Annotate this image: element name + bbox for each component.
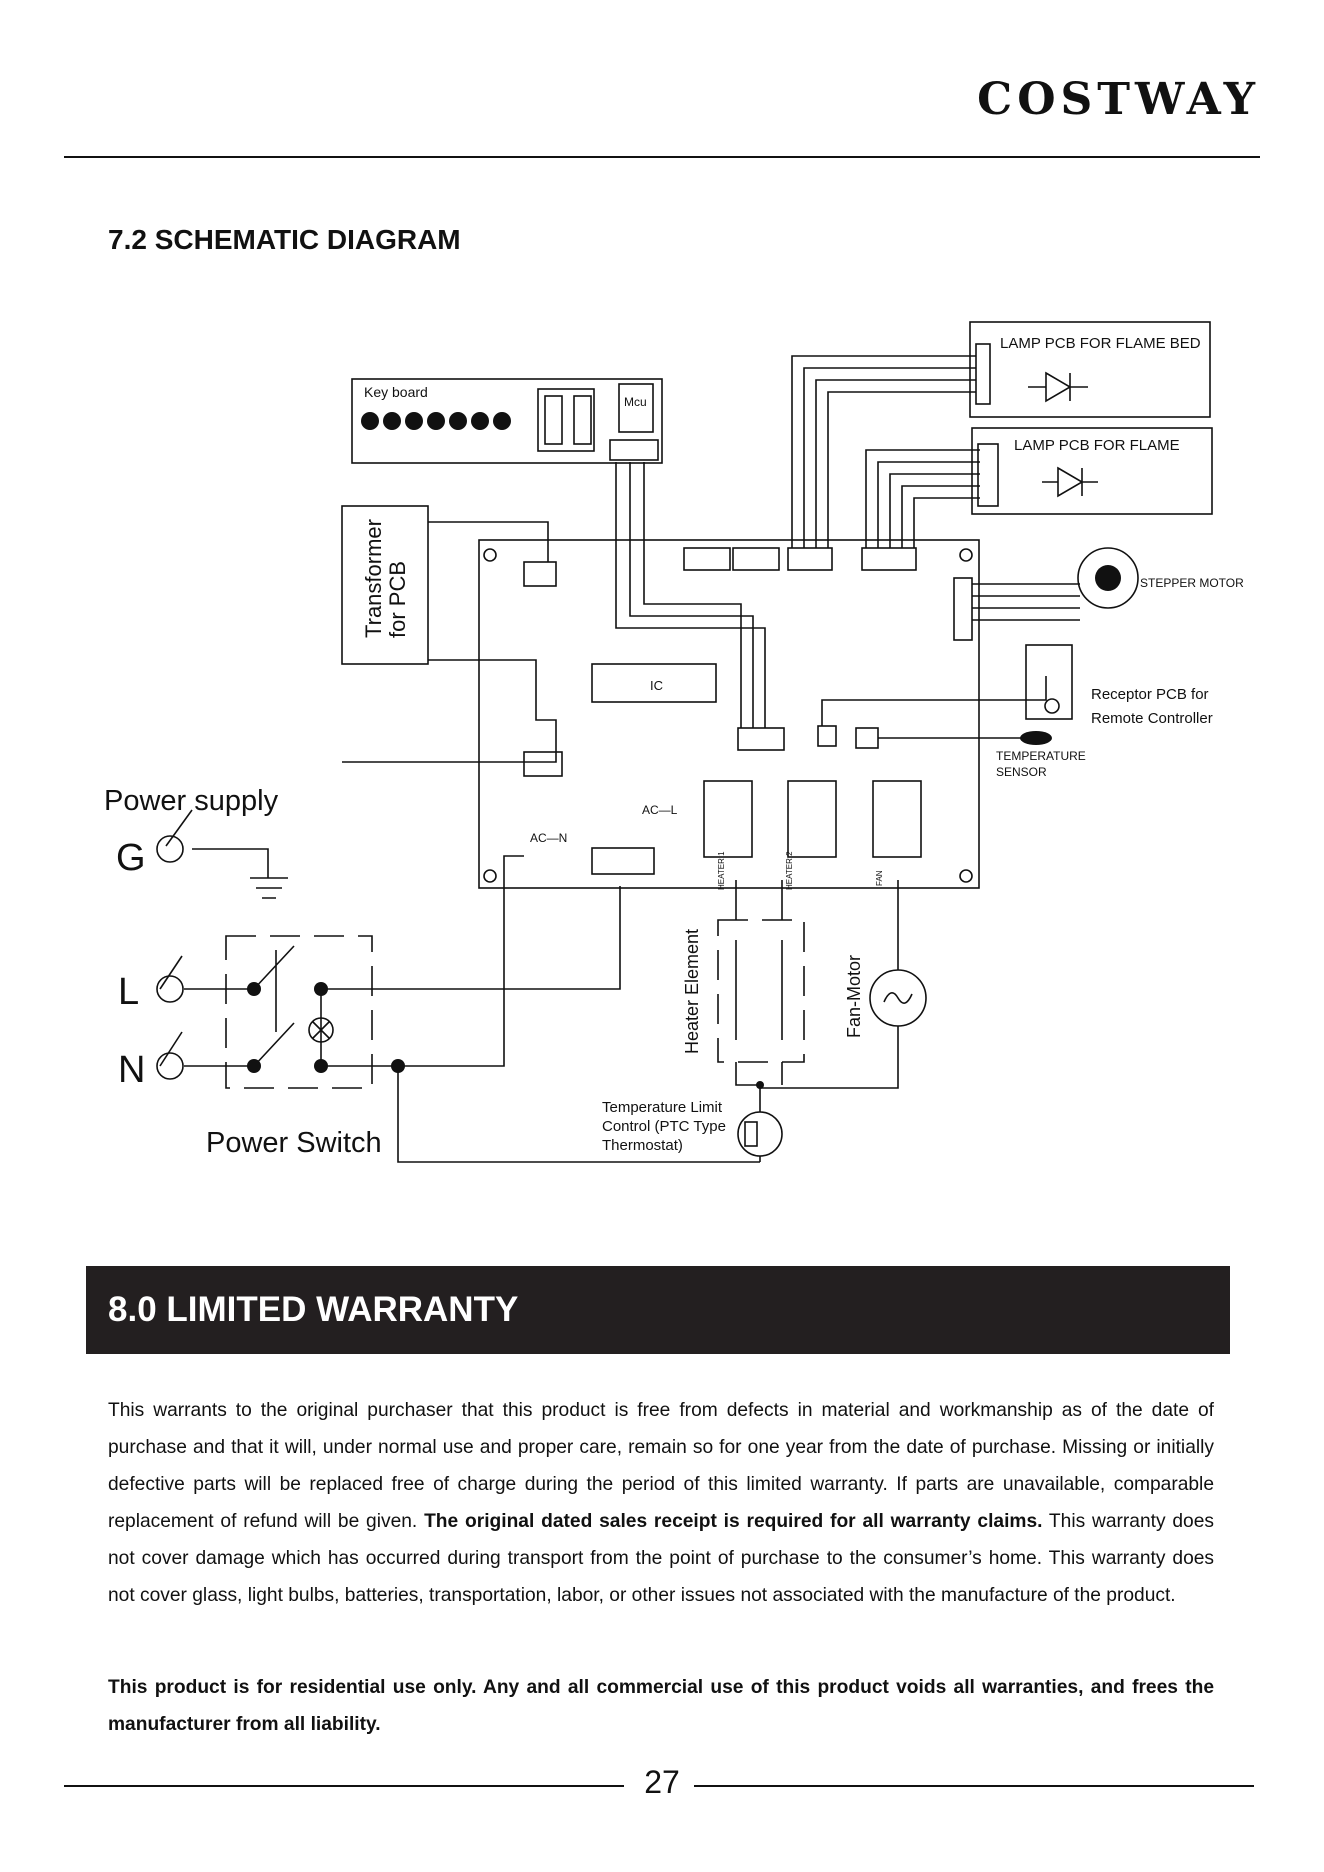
ac-n-label: AC—N: [530, 831, 567, 845]
line-letter-label: L: [118, 971, 139, 1013]
stepper-motor: [1077, 547, 1139, 609]
fan-label: FAN: [875, 870, 884, 886]
keyboard-connector: [609, 439, 659, 461]
lamp-pcb-flame-bed: [969, 321, 1211, 418]
ground-wire: [192, 848, 288, 899]
brand-logo: COSTWAY: [977, 74, 1260, 125]
fan-motor-label: Fan-Motor: [844, 955, 864, 1038]
keyboard-board: [351, 378, 663, 464]
receptor-label-line2: Remote Controller: [1091, 710, 1213, 727]
ic-chip: [591, 663, 717, 703]
warranty-text-part-1: This warrants to the original purchaser …: [108, 1400, 1214, 1532]
receptor-pcb: [1025, 644, 1073, 720]
power-supply-label: Power supply: [104, 785, 279, 817]
ic-label: IC: [650, 678, 663, 693]
transformer-label-line1: Transformer: [361, 519, 386, 638]
ac-l-label: AC—L: [642, 803, 678, 817]
warranty-text-part-2: This warranty does not cover damage whic…: [108, 1511, 1214, 1606]
lamp-flame-bed-label: LAMP PCB FOR FLAME BED: [1000, 335, 1201, 352]
temp-limit-label-line1: Temperature Limit: [602, 1099, 723, 1116]
heater-element-label: Heater Element: [682, 929, 702, 1054]
stepper-motor-label: STEPPER MOTOR: [1140, 576, 1244, 590]
neutral-letter-label: N: [118, 1049, 145, 1091]
temp-limit-label-line3: Thermostat): [602, 1137, 683, 1154]
transformer-label-line2: for PCB: [385, 561, 410, 638]
temperature-sensor-label-line1: TEMPERATURE: [996, 749, 1086, 763]
main-control-board: [478, 539, 980, 889]
warranty-heading: 8.0 LIMITED WARRANTY: [108, 1290, 519, 1329]
ground-letter-label: G: [116, 837, 146, 879]
header-divider: [64, 156, 1260, 158]
page-number: 27: [644, 1764, 680, 1800]
temp-limit-label-line2: Control (PTC Type: [602, 1118, 726, 1135]
warranty-receipt-requirement: The original dated sales receipt is requ…: [424, 1511, 1043, 1532]
heater-1-label: HEATER 1: [717, 851, 726, 890]
warranty-banner: 8.0 LIMITED WARRANTY: [86, 1266, 1230, 1354]
heater-2-label: HEATER 2: [785, 851, 794, 890]
schematic-diagram: Key board Mcu LAMP PCB FOR FLAME BED LAM…: [104, 321, 1244, 1163]
footer-rule-left: [64, 1785, 624, 1787]
schematic-heading: 7.2 SCHEMATIC DIAGRAM: [108, 224, 461, 255]
residential-use-note: This product is for residential use only…: [108, 1677, 1214, 1735]
temperature-sensor-label-line2: SENSOR: [996, 765, 1047, 779]
pcb-transformer: [341, 505, 429, 665]
heater-element-frame: [717, 919, 805, 1063]
lamp-flame-label: LAMP PCB FOR FLAME: [1014, 437, 1180, 454]
footer-rule-right: [694, 1785, 1254, 1787]
mcu-label: Mcu: [624, 395, 647, 409]
power-switch-label: Power Switch: [206, 1127, 382, 1159]
lamp-pcb-flame: [971, 427, 1213, 515]
power-switch-frame: [225, 935, 373, 1089]
warranty-paragraph: This warrants to the original purchaser …: [108, 1392, 1214, 1614]
receptor-label-line1: Receptor PCB for: [1091, 686, 1209, 703]
keyboard-label: Key board: [364, 384, 428, 400]
